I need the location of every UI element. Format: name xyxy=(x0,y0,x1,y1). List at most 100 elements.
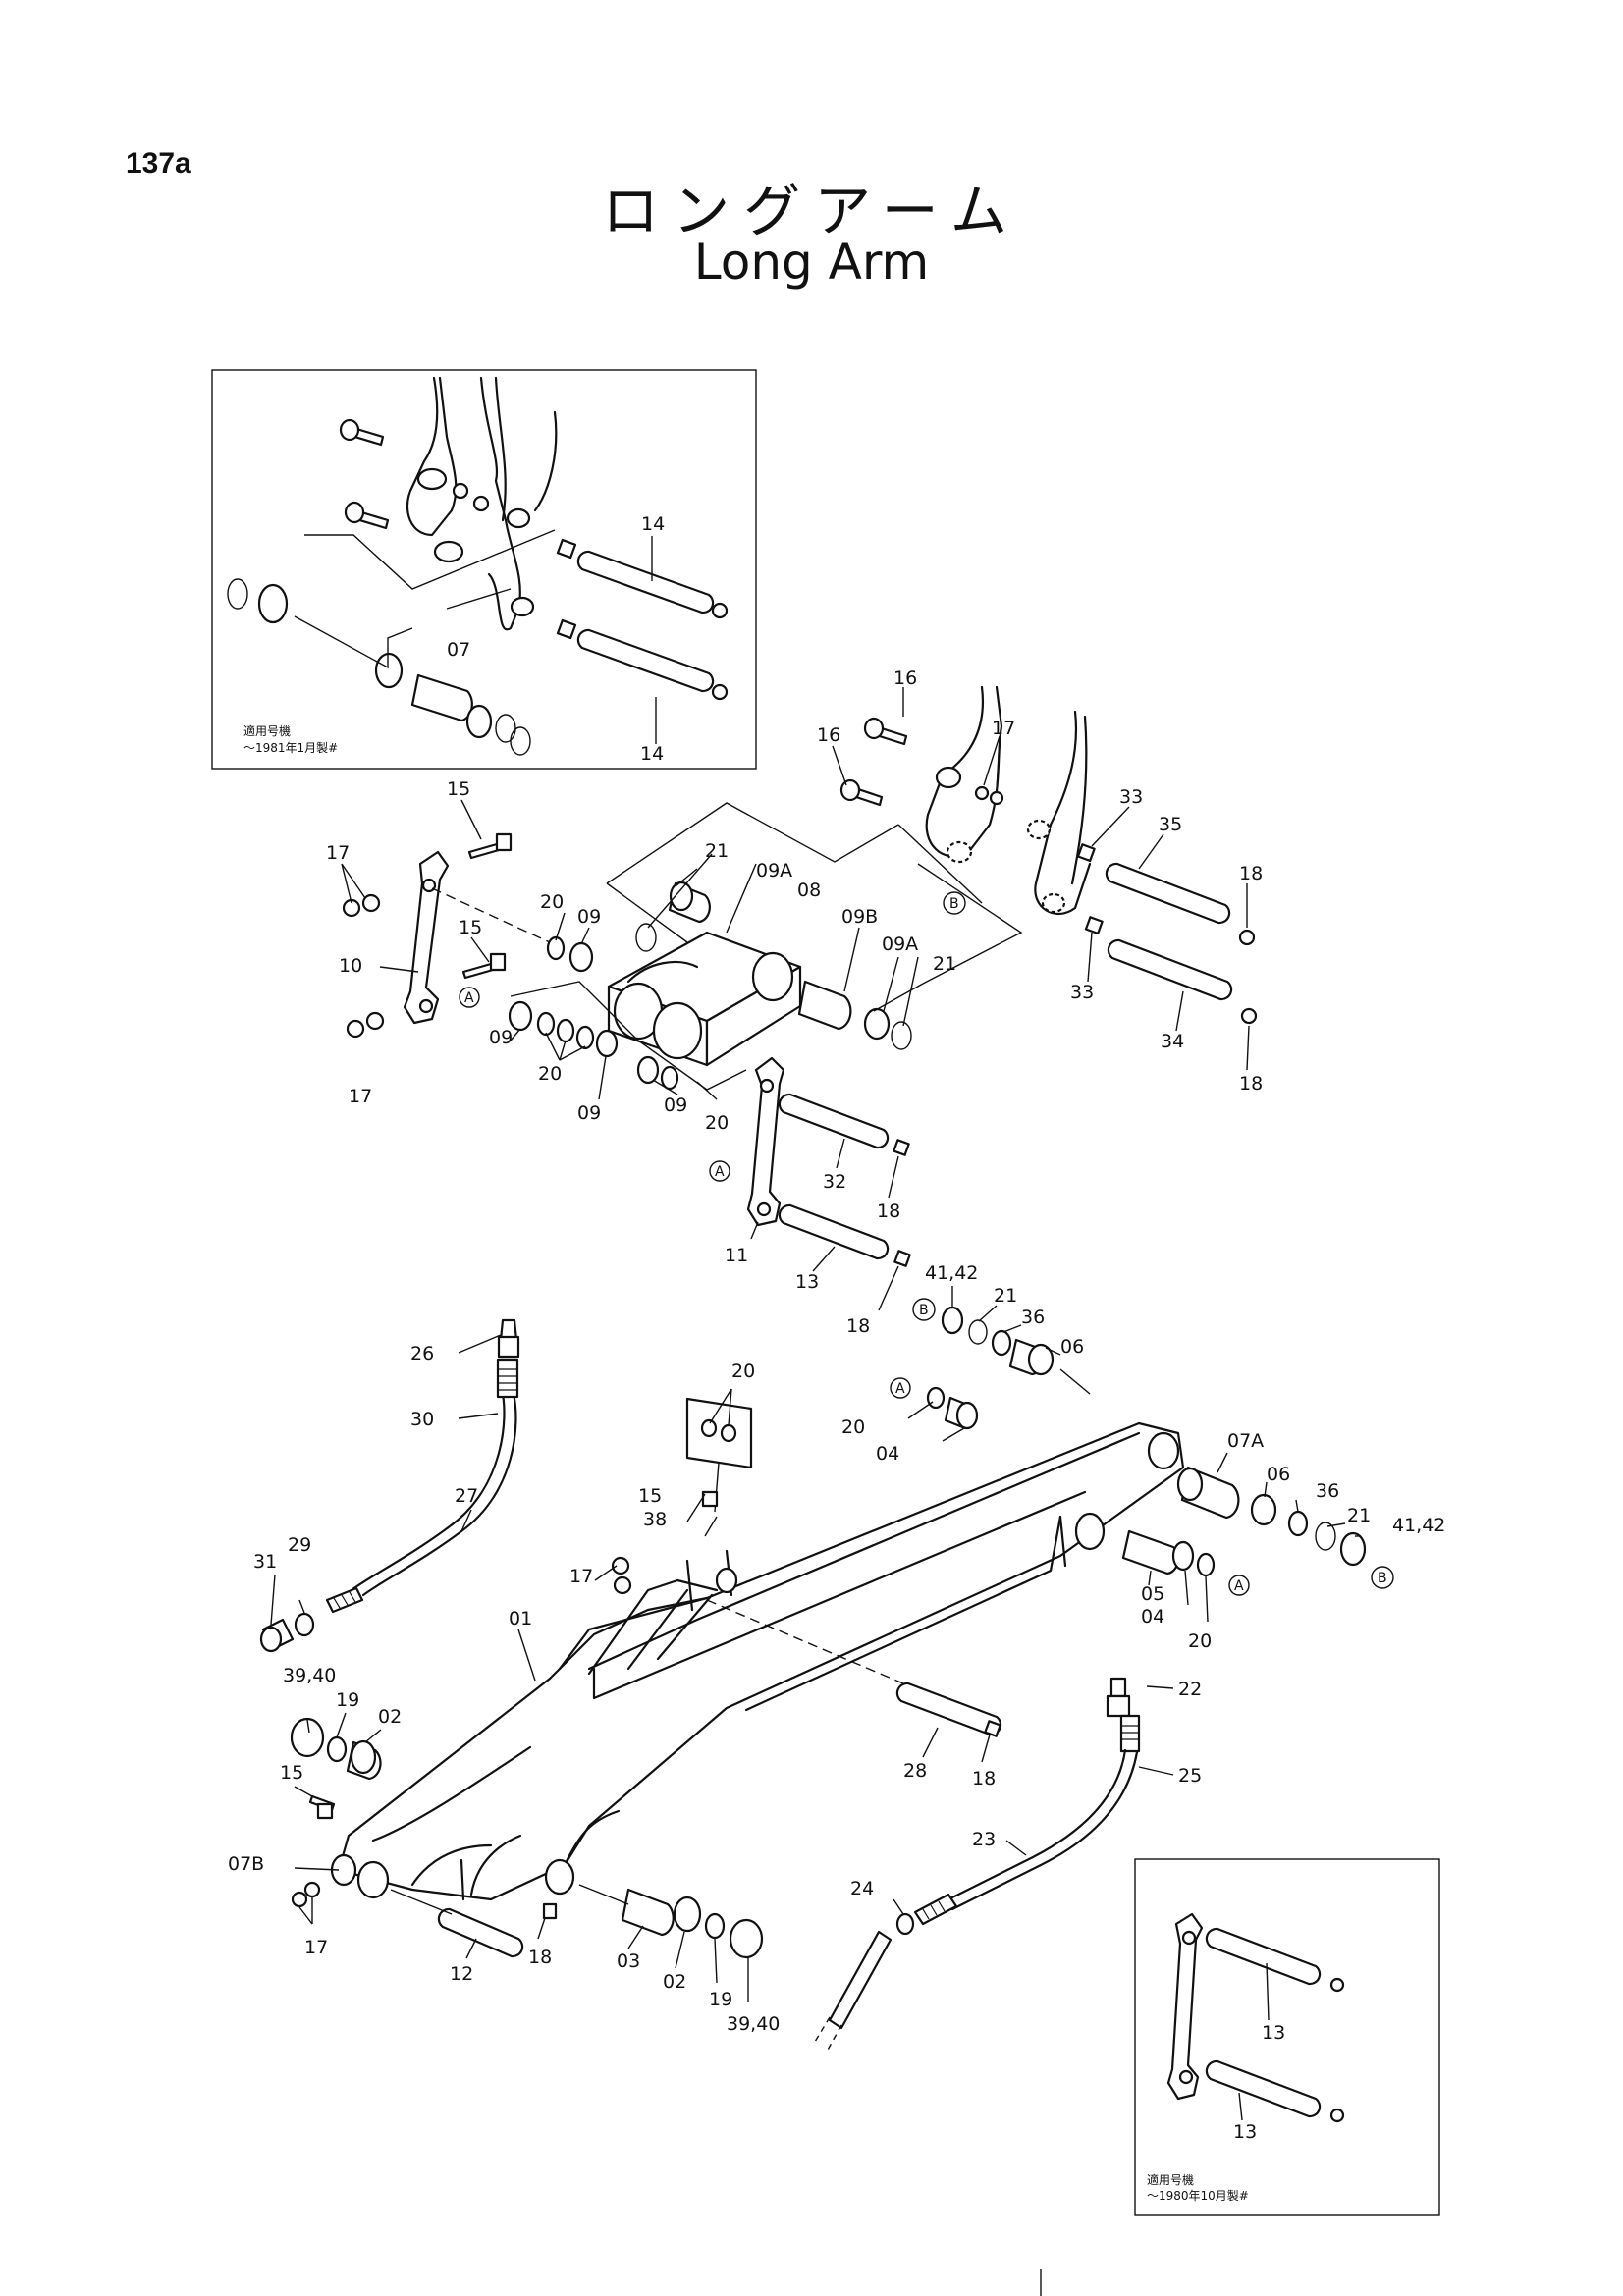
callout-30: 30 xyxy=(410,1409,434,1430)
callout-17a: 17 xyxy=(992,718,1015,739)
callout-18c: 18 xyxy=(877,1201,900,1222)
callout-09c: 09 xyxy=(577,1102,601,1124)
callout-04a: 04 xyxy=(876,1443,899,1465)
callout-20e: 20 xyxy=(841,1416,865,1438)
callout-32: 32 xyxy=(823,1171,846,1193)
callout-02a: 02 xyxy=(378,1706,402,1728)
inset-top-note-1: 適用号機 xyxy=(243,723,291,738)
callout-09b: 09 xyxy=(489,1027,513,1048)
callout-15a: 15 xyxy=(447,778,470,800)
callout-20d: 20 xyxy=(731,1361,755,1382)
callout-19b: 19 xyxy=(709,1989,732,2010)
callout-17e: 17 xyxy=(304,1937,328,1958)
callout-4142b: 41,42 xyxy=(1392,1515,1445,1536)
callout-21a: 21 xyxy=(705,840,729,862)
callout-3940b: 39,40 xyxy=(727,2013,780,2035)
callout-26: 26 xyxy=(410,1343,434,1364)
callout-31: 31 xyxy=(253,1551,277,1573)
callout-24: 24 xyxy=(850,1878,874,1899)
inset-top-label-14a: 14 xyxy=(641,513,665,535)
callouts: 16 16 17 33 35 18 33 34 18 15 17 15 10 1… xyxy=(228,667,1445,2035)
inset-bottom-label-13a: 13 xyxy=(1262,2022,1285,2044)
callout-09B: 09B xyxy=(841,906,878,928)
leader-lines xyxy=(270,687,1360,2002)
inset-top-label-14b: 14 xyxy=(640,743,664,765)
callout-21c: 21 xyxy=(994,1285,1017,1307)
callout-01: 01 xyxy=(509,1608,532,1629)
callout-06a: 06 xyxy=(1060,1336,1084,1358)
callout-05: 05 xyxy=(1141,1583,1164,1605)
inset-bottom-note-1: 適用号機 xyxy=(1147,2172,1194,2187)
callout-07A: 07A xyxy=(1227,1430,1264,1452)
callout-36a: 36 xyxy=(1021,1307,1045,1328)
callout-20f: 20 xyxy=(1188,1630,1212,1652)
callout-20b: 20 xyxy=(538,1063,562,1085)
callout-06b: 06 xyxy=(1267,1464,1290,1485)
callout-18d: 18 xyxy=(846,1315,870,1337)
callout-33a: 33 xyxy=(1119,786,1143,808)
callout-3940a: 39,40 xyxy=(283,1665,336,1686)
upper-linkage: A xyxy=(342,685,1258,1395)
main-arm: B A A xyxy=(259,1318,1394,2053)
callout-38: 38 xyxy=(643,1509,667,1530)
ref-mark-a4: A xyxy=(895,1381,905,1397)
ref-mark-a1: A xyxy=(464,990,474,1006)
callout-25: 25 xyxy=(1178,1765,1202,1787)
page-number: 137a xyxy=(126,147,191,180)
callout-16b: 16 xyxy=(817,724,840,746)
callout-09Ab: 09A xyxy=(882,934,918,955)
callout-21b: 21 xyxy=(933,953,956,975)
callout-16a: 16 xyxy=(893,667,917,689)
callout-13: 13 xyxy=(795,1271,819,1293)
callout-36b: 36 xyxy=(1316,1480,1339,1502)
callout-09d: 09 xyxy=(664,1095,687,1116)
callout-20a: 20 xyxy=(540,891,564,913)
callout-17b: 17 xyxy=(326,842,350,864)
title-japanese: ロングアーム xyxy=(602,178,1021,244)
inset-top-note-2: 〜1981年1月製# xyxy=(243,741,338,755)
callout-20c: 20 xyxy=(705,1112,729,1134)
callout-03: 03 xyxy=(617,1950,640,1972)
inset-bottom-note-2: 〜1980年10月製# xyxy=(1147,2189,1249,2203)
callout-18a: 18 xyxy=(1239,863,1263,884)
callout-29: 29 xyxy=(288,1534,311,1556)
inset-top-label-07: 07 xyxy=(447,639,470,661)
callout-28: 28 xyxy=(903,1760,927,1782)
ref-mark-a3: A xyxy=(1234,1578,1244,1594)
callout-21d: 21 xyxy=(1347,1505,1371,1526)
callout-27: 27 xyxy=(455,1485,478,1507)
callout-34: 34 xyxy=(1161,1031,1184,1052)
ref-mark-b3: B xyxy=(1378,1571,1387,1586)
callout-07B: 07B xyxy=(228,1853,264,1875)
callout-18b: 18 xyxy=(1239,1073,1263,1095)
ref-mark-a2: A xyxy=(715,1164,725,1180)
callout-09Aa: 09A xyxy=(756,860,792,881)
callout-02b: 02 xyxy=(663,1971,686,1993)
callout-17d: 17 xyxy=(569,1566,593,1587)
callout-22: 22 xyxy=(1178,1679,1202,1700)
title-english: Long Arm xyxy=(693,234,930,291)
callout-18f: 18 xyxy=(972,1768,996,1789)
callout-17c: 17 xyxy=(349,1086,372,1107)
callout-4142a: 41,42 xyxy=(925,1262,978,1284)
callout-15b: 15 xyxy=(459,917,482,938)
callout-12: 12 xyxy=(450,1963,473,1985)
callout-33b: 33 xyxy=(1070,982,1094,1003)
callout-15c: 15 xyxy=(638,1485,662,1507)
callout-19a: 19 xyxy=(336,1689,359,1711)
callout-23: 23 xyxy=(972,1829,996,1850)
callout-09a: 09 xyxy=(577,906,601,928)
callout-08: 08 xyxy=(797,880,821,901)
callout-10: 10 xyxy=(339,955,362,977)
inset-bottom: 13 13 適用号機 〜1980年10月製# xyxy=(1134,1858,1440,2216)
callout-18e: 18 xyxy=(528,1947,552,1968)
inset-top: 14 07 14 適用号機 〜1981年1月製# xyxy=(211,369,757,770)
ref-mark-b2: B xyxy=(919,1303,929,1318)
callout-11: 11 xyxy=(725,1245,748,1266)
ref-mark-b1: B xyxy=(949,896,959,912)
callout-15d: 15 xyxy=(280,1762,303,1784)
inset-bottom-label-13b: 13 xyxy=(1233,2121,1257,2143)
callout-35: 35 xyxy=(1159,814,1182,835)
callout-04b: 04 xyxy=(1141,1606,1164,1628)
